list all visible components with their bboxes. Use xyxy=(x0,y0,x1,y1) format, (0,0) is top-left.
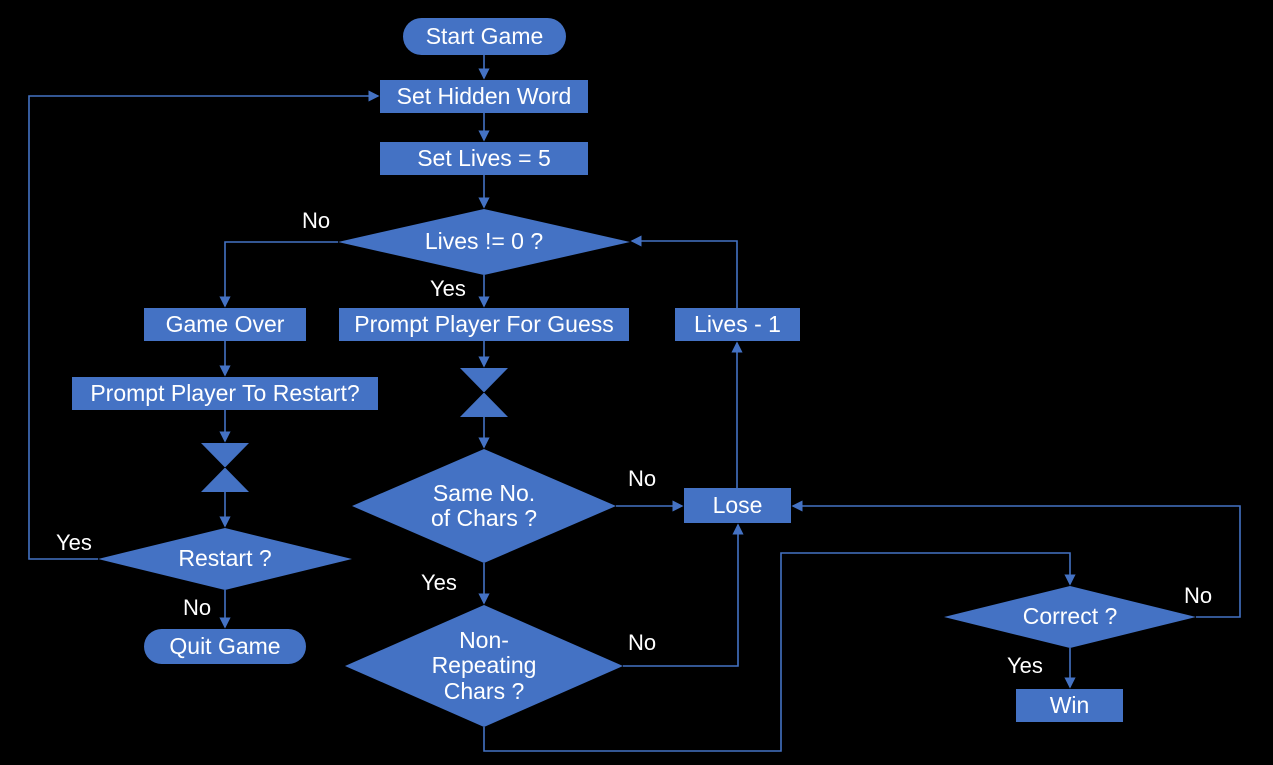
bowtie-upper-triangle xyxy=(460,368,508,393)
node-label-prompt_guess: Prompt Player For Guess xyxy=(354,310,614,337)
node-lose[interactable]: Lose xyxy=(684,488,791,523)
node-label-set_lives: Set Lives = 5 xyxy=(417,144,551,171)
node-start[interactable]: Start Game xyxy=(403,18,566,55)
edge-label-restart-no: No xyxy=(183,595,212,620)
node-correct_q[interactable]: Correct ? xyxy=(944,586,1196,648)
node-label-non_repeat: Non- Repeating Chars ? xyxy=(431,627,537,704)
bowtie-upper-triangle xyxy=(201,443,249,468)
node-restart_q[interactable]: Restart ? xyxy=(98,528,352,590)
node-win[interactable]: Win xyxy=(1016,689,1123,722)
node-game_over[interactable]: Game Over xyxy=(144,308,306,341)
connector-livescheck-no-gameover xyxy=(219,241,338,308)
connector-livesminus-to-livescheck xyxy=(630,235,738,308)
node-same_chars[interactable]: Same No. of Chars ? xyxy=(352,449,616,563)
edge-label-lives-no: No xyxy=(302,208,331,233)
node-label-win: Win xyxy=(1049,691,1090,718)
bowtie-lower-triangle xyxy=(201,467,249,492)
node-prompt_guess[interactable]: Prompt Player For Guess xyxy=(339,308,629,341)
edge-label-same-chars-no: No xyxy=(628,466,657,491)
node-non_repeat[interactable]: Non- Repeating Chars ? xyxy=(345,605,623,727)
node-set_lives[interactable]: Set Lives = 5 xyxy=(380,142,588,175)
node-label-lives_check: Lives != 0 ? xyxy=(424,228,544,255)
edge-label-lives-yes: Yes xyxy=(430,276,466,301)
node-set_word[interactable]: Set Hidden Word xyxy=(380,80,588,113)
connector-bowtie-restart xyxy=(201,443,249,492)
node-lives_minus[interactable]: Lives - 1 xyxy=(675,308,800,341)
node-label-correct_q: Correct ? xyxy=(1022,603,1118,630)
node-prompt_restart[interactable]: Prompt Player To Restart? xyxy=(72,377,378,410)
node-lives_check[interactable]: Lives != 0 ? xyxy=(338,209,630,275)
edge-label-correct-yes: Yes xyxy=(1007,653,1043,678)
node-label-lose: Lose xyxy=(712,491,763,518)
edge-label-same-chars-yes: Yes xyxy=(421,570,457,595)
edge-label-correct-no: No xyxy=(1184,583,1213,608)
node-label-game_over: Game Over xyxy=(165,310,285,337)
node-label-same_chars: Same No. of Chars ? xyxy=(430,479,538,531)
edge-label-non-repeat-no: No xyxy=(628,630,657,655)
node-label-lives_minus: Lives - 1 xyxy=(694,310,781,337)
node-quit_game[interactable]: Quit Game xyxy=(144,629,306,664)
node-label-prompt_restart: Prompt Player To Restart? xyxy=(90,379,360,406)
node-label-set_word: Set Hidden Word xyxy=(396,82,572,109)
node-label-restart_q: Restart ? xyxy=(178,545,272,572)
bowtie-lower-triangle xyxy=(460,392,508,417)
node-label-start: Start Game xyxy=(425,22,544,49)
node-label-quit_game: Quit Game xyxy=(169,632,281,659)
edge-label-restart-yes: Yes xyxy=(56,530,92,555)
connector-bowtie-guess xyxy=(460,368,508,417)
